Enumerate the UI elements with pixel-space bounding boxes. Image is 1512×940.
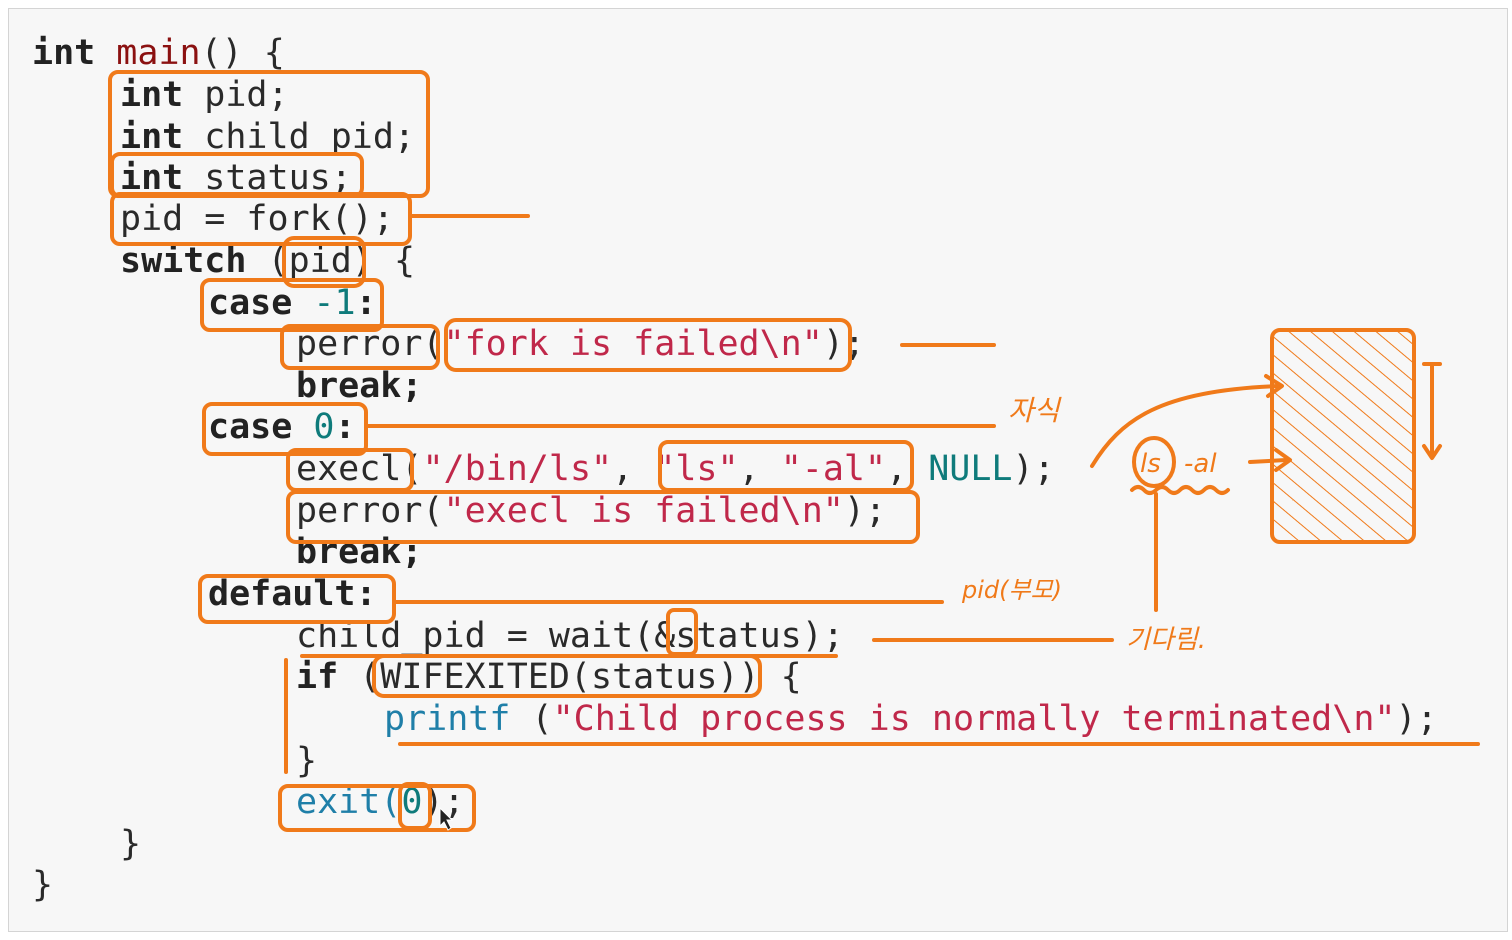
highlight-box-switch-pid [282, 236, 366, 288]
code-line: default: [208, 574, 377, 614]
code-line: break; [296, 532, 423, 572]
highlight-ellipse-ls [1132, 436, 1176, 488]
code-line: execl("/bin/ls", "ls", "-al", NULL); [296, 449, 1055, 489]
highlight-box-fork-string [444, 318, 852, 372]
code-line: case -1: [208, 283, 377, 323]
code-line: int pid; [120, 75, 289, 115]
process-box [1270, 328, 1416, 544]
code-line: int status; [120, 158, 352, 198]
highlight-box-perror-execl [286, 490, 920, 544]
code-line: } [120, 824, 142, 864]
ls-label: ls [1140, 449, 1161, 479]
code-line: printf ("Child process is normally termi… [384, 699, 1438, 739]
annotation-line [1248, 458, 1288, 464]
wait-label: 기다림. [1126, 625, 1206, 655]
child-label: 자식 [1008, 394, 1062, 427]
annotation-line [1130, 485, 1230, 495]
code-line-main: int main() { [32, 33, 285, 73]
code-panel [8, 8, 1508, 932]
arrow-icon [1090, 384, 1282, 468]
code-line: } [296, 741, 318, 781]
code-line: } [32, 865, 54, 905]
highlight-box-case-minus-one [200, 278, 384, 332]
code-line: int child_pid; [120, 117, 416, 157]
cursor-icon [439, 806, 454, 831]
arrow-icon [1422, 444, 1442, 460]
code-keyword: int [32, 33, 96, 73]
highlight-box-exit-zero [398, 782, 432, 830]
highlight-box-wifexited [372, 654, 762, 698]
highlight-box-case-zero [202, 402, 368, 456]
highlight-box-status [110, 152, 364, 198]
highlight-box-ampersand [666, 608, 698, 656]
al-label: -al [1184, 449, 1217, 479]
code-function-name: main [116, 33, 201, 73]
code-line: if (WIFEXITED(status)) { [296, 657, 802, 697]
highlight-box-default [198, 574, 396, 624]
code-line: pid = fork(); [120, 199, 394, 239]
parent-label: pid(부모) [961, 576, 1062, 604]
code-line: perror("execl is failed\n"); [296, 491, 887, 531]
highlight-box-fork [110, 192, 412, 246]
code-line: case 0: [208, 407, 356, 447]
highlight-box-perror [280, 324, 440, 370]
highlight-box-ls-args [658, 440, 914, 492]
highlight-box-declarations [108, 70, 430, 198]
arrow-icon [1264, 374, 1284, 398]
highlight-box-exit [278, 784, 476, 832]
code-line: break; [296, 366, 423, 406]
arrow-icon [1274, 448, 1292, 472]
